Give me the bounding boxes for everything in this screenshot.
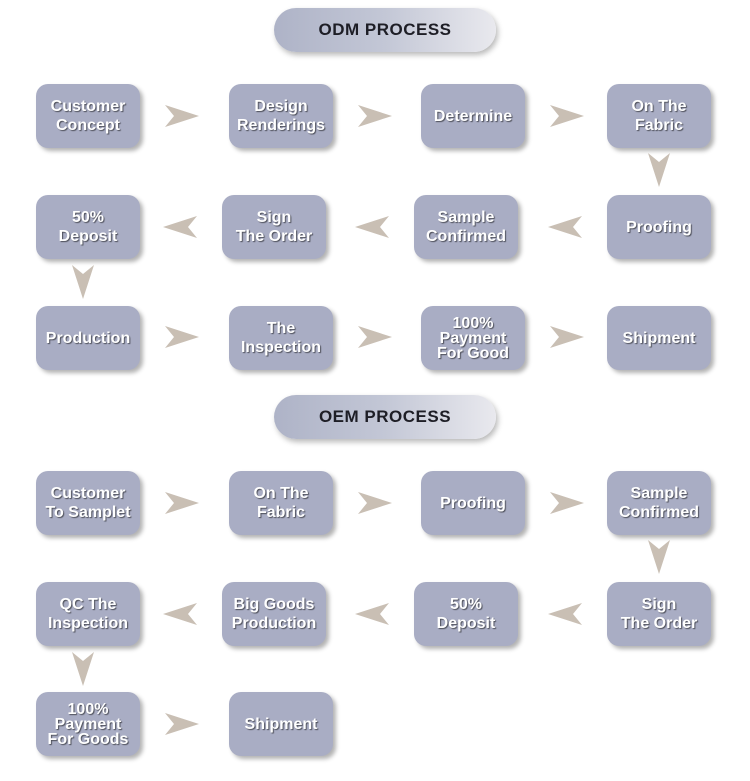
odm-step-customer-concept: Customer Concept xyxy=(36,84,140,148)
odm-arrow-right-icon xyxy=(550,103,584,129)
oem-step-on-the-fabric: On The Fabric xyxy=(229,471,333,535)
odm-step-100-payment: 100% Payment For Good xyxy=(421,306,525,370)
odm-arrow-right-icon xyxy=(165,103,199,129)
odm-step-design-renderings: Design Renderings xyxy=(229,84,333,148)
odm-arrow-right-icon xyxy=(165,324,199,350)
oem-step-proofing: Proofing xyxy=(421,471,525,535)
odm-arrow-left-icon xyxy=(548,214,582,240)
odm-arrow-right-icon xyxy=(550,324,584,350)
odm-step-shipment: Shipment xyxy=(607,306,711,370)
oem-step-100-payment: 100% Payment For Goods xyxy=(36,692,140,756)
oem-arrow-right-icon xyxy=(165,490,199,516)
odm-step-sign-the-order: Sign The Order xyxy=(222,195,326,259)
odm-arrow-down-icon xyxy=(646,153,672,187)
oem-arrow-left-icon xyxy=(355,601,389,627)
oem-step-big-goods-production: Big Goods Production xyxy=(222,582,326,646)
oem-arrow-left-icon xyxy=(548,601,582,627)
odm-step-proofing: Proofing xyxy=(607,195,711,259)
odm-step-the-inspection: The Inspection xyxy=(229,306,333,370)
oem-step-customer-to-samplet: Customer To Samplet xyxy=(36,471,140,535)
oem-arrow-down-icon xyxy=(646,540,672,574)
oem-arrow-right-icon xyxy=(550,490,584,516)
oem-arrow-right-icon xyxy=(165,711,199,737)
odm-step-determine: Determine xyxy=(421,84,525,148)
oem-arrow-right-icon xyxy=(358,490,392,516)
odm-arrow-left-icon xyxy=(163,214,197,240)
odm-arrow-left-icon xyxy=(355,214,389,240)
odm-step-50-deposit: 50% Deposit xyxy=(36,195,140,259)
odm-step-sample-confirmed: Sample Confirmed xyxy=(414,195,518,259)
odm-step-on-the-fabric: On The Fabric xyxy=(607,84,711,148)
odm-step-production: Production xyxy=(36,306,140,370)
oem-step-sign-the-order: Sign The Order xyxy=(607,582,711,646)
odm-arrow-down-icon xyxy=(70,265,96,299)
odm-process-title: ODM PROCESS xyxy=(274,8,496,52)
oem-step-sample-confirmed: Sample Confirmed xyxy=(607,471,711,535)
oem-arrow-left-icon xyxy=(163,601,197,627)
oem-step-qc-the-inspection: QC The Inspection xyxy=(36,582,140,646)
oem-process-title: OEM PROCESS xyxy=(274,395,496,439)
oem-step-50-deposit: 50% Deposit xyxy=(414,582,518,646)
oem-step-shipment: Shipment xyxy=(229,692,333,756)
oem-arrow-down-icon xyxy=(70,652,96,686)
odm-arrow-right-icon xyxy=(358,103,392,129)
odm-arrow-right-icon xyxy=(358,324,392,350)
